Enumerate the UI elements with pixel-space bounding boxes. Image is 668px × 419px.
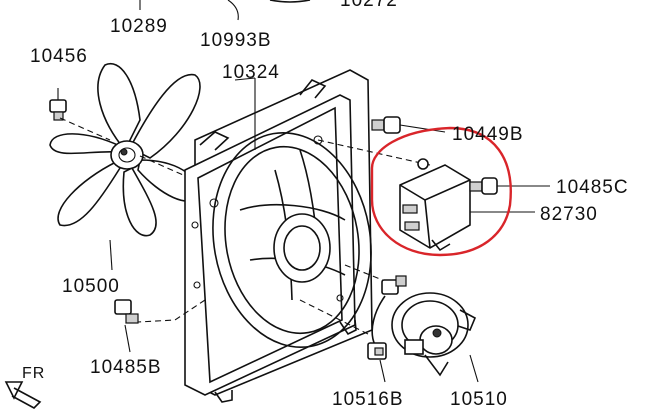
- fan-blade-10500: [49, 62, 201, 237]
- part-10272-edge: [269, 0, 311, 3]
- label-10485c: 10485C: [556, 177, 629, 198]
- dash-motor: [299, 299, 371, 336]
- leader-10324: [234, 77, 256, 81]
- dash-hub: [139, 155, 191, 179]
- bolt-10485c: [469, 177, 550, 195]
- leader-10510: [469, 354, 479, 383]
- harness-10516b: [367, 275, 407, 383]
- leader-10993b: [227, 0, 239, 21]
- label-82730: 82730: [540, 204, 598, 225]
- label-fr: FR: [22, 365, 45, 382]
- label-10993b: 10993B: [200, 30, 272, 51]
- highlight-circle: [370, 126, 512, 257]
- dash-10485b: [137, 299, 206, 323]
- shroud-10324: [184, 69, 373, 403]
- label-10500: 10500: [62, 276, 120, 297]
- label-10510: 10510: [450, 389, 508, 410]
- fr-arrow-icon: [4, 381, 42, 409]
- bolt-10485b: [114, 299, 139, 353]
- label-10272: 10272: [340, 0, 398, 11]
- dash-10449b: [317, 139, 431, 166]
- label-10449b: 10449B: [452, 124, 524, 145]
- motor-10510: [391, 292, 477, 377]
- bolt-10456: [49, 88, 67, 121]
- bolt-10449b: [371, 116, 446, 134]
- resistor-82730: [399, 158, 471, 252]
- leader-10500: [109, 239, 113, 271]
- label-10324: 10324: [222, 62, 280, 83]
- label-10289: 10289: [110, 16, 168, 37]
- dash-10456: [59, 117, 111, 141]
- label-10456: 10456: [30, 46, 88, 67]
- label-10516b: 10516B: [332, 389, 404, 410]
- label-10485b: 10485B: [90, 357, 162, 378]
